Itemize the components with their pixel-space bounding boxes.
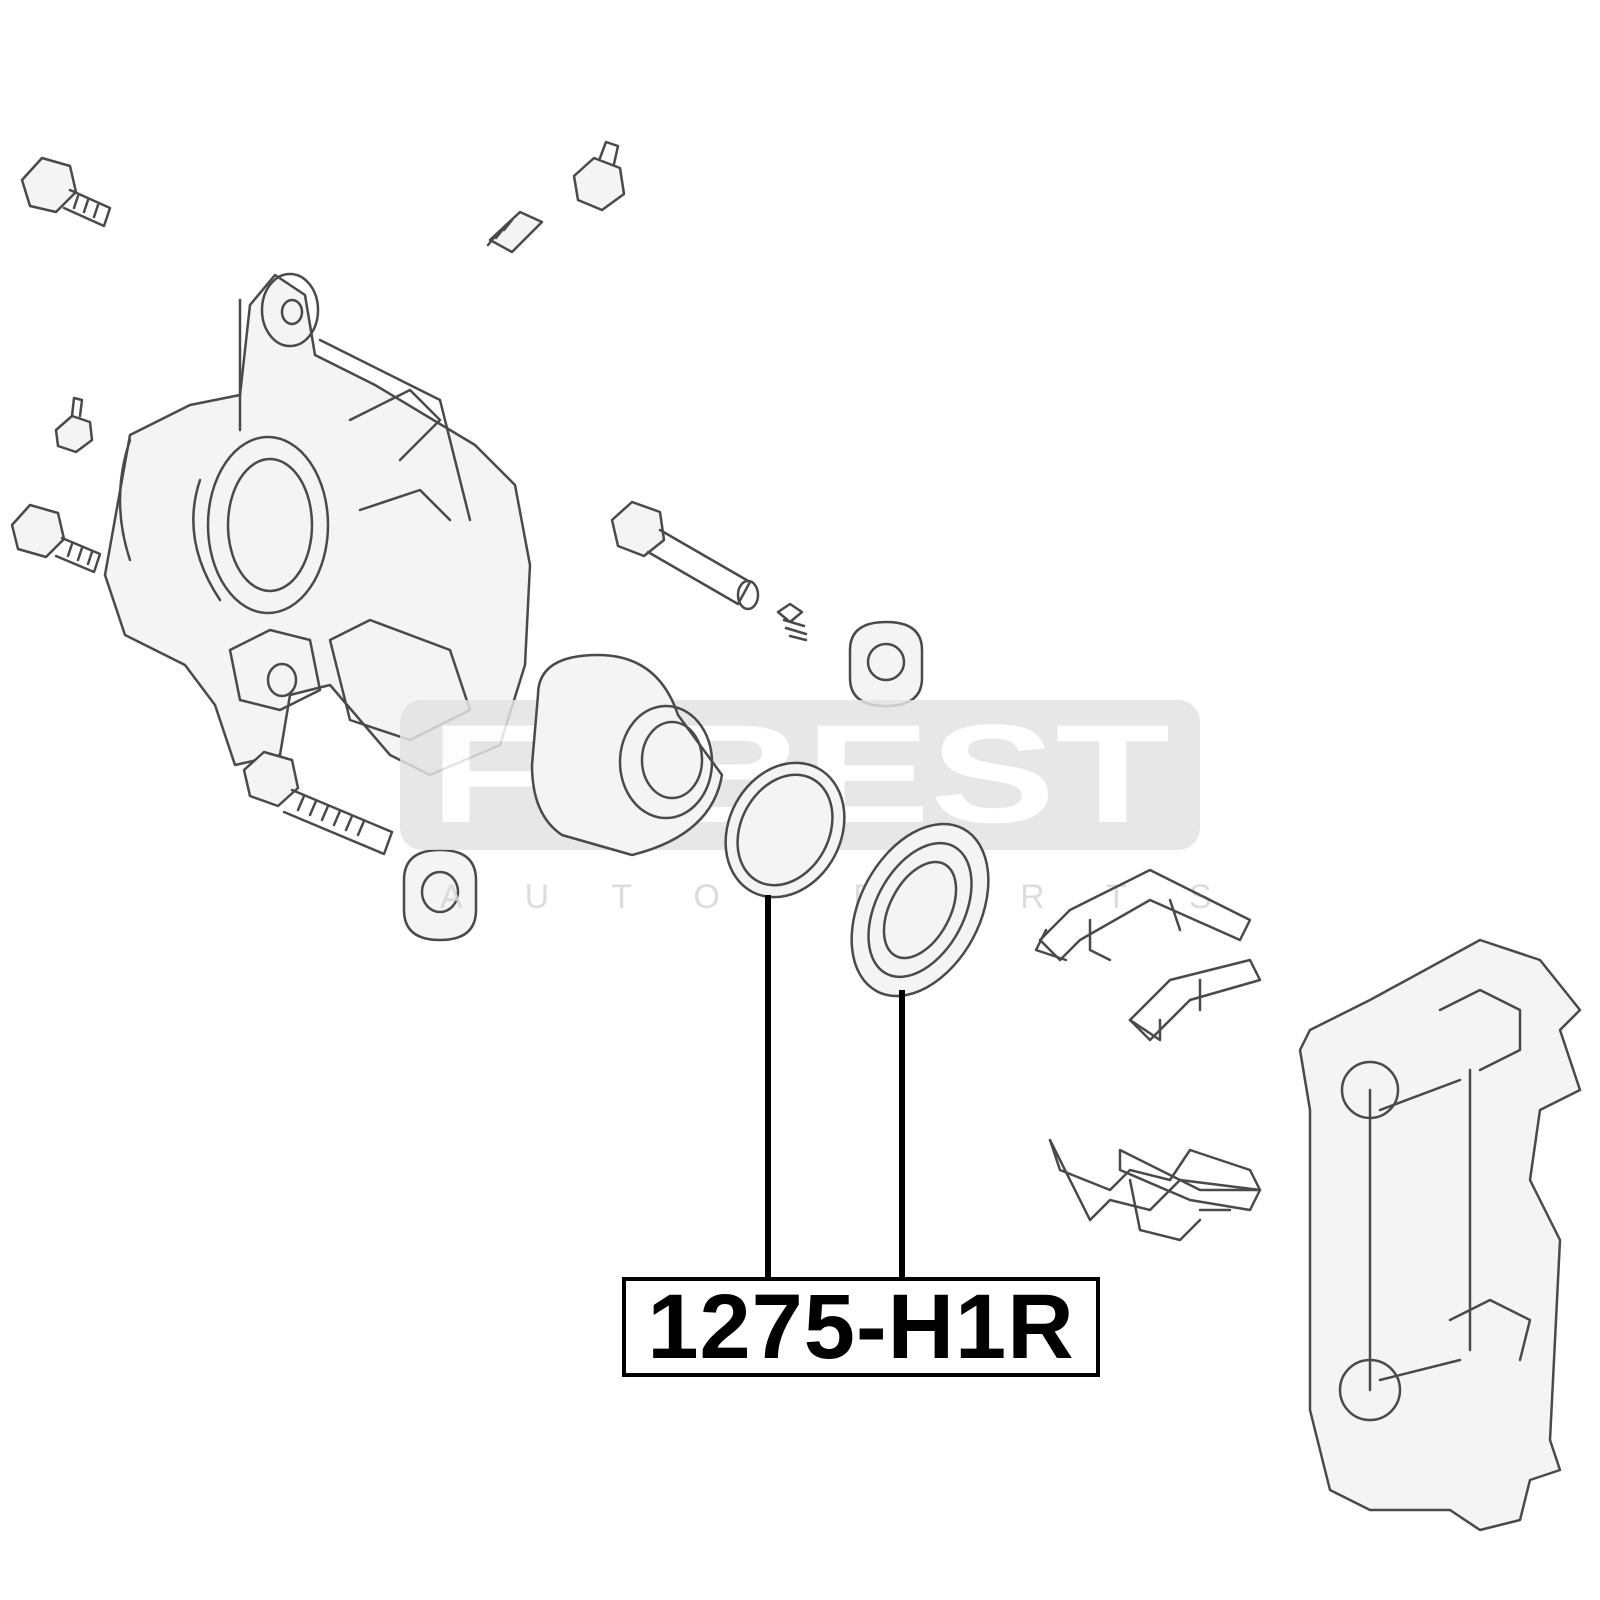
dust-boot-icon bbox=[850, 822, 990, 998]
pad-clip-icon bbox=[1048, 1138, 1262, 1242]
piston-seal-ring-icon bbox=[724, 761, 846, 899]
part-number-callout: 1275-H1R bbox=[622, 1277, 1100, 1377]
watermark-subtitle: AUTO PARTS bbox=[440, 878, 1274, 916]
part-number-label: 1275-H1R bbox=[647, 1276, 1075, 1378]
bleeder-cap-icon bbox=[54, 396, 94, 454]
guide-pin-icon bbox=[242, 750, 394, 856]
caliper-bracket-icon bbox=[1298, 938, 1582, 1532]
spring-icon bbox=[776, 602, 808, 642]
bleeder-screw-icon bbox=[486, 140, 626, 254]
caliper-housing-icon bbox=[103, 272, 532, 777]
bolt-icon bbox=[10, 503, 102, 574]
guide-pin-icon bbox=[610, 500, 760, 611]
pad-clip-icon bbox=[1034, 868, 1262, 1042]
guide-bushing-icon bbox=[848, 620, 924, 708]
guide-bushing-icon bbox=[402, 848, 478, 942]
bolt-icon bbox=[20, 156, 112, 228]
piston-icon bbox=[530, 653, 724, 857]
